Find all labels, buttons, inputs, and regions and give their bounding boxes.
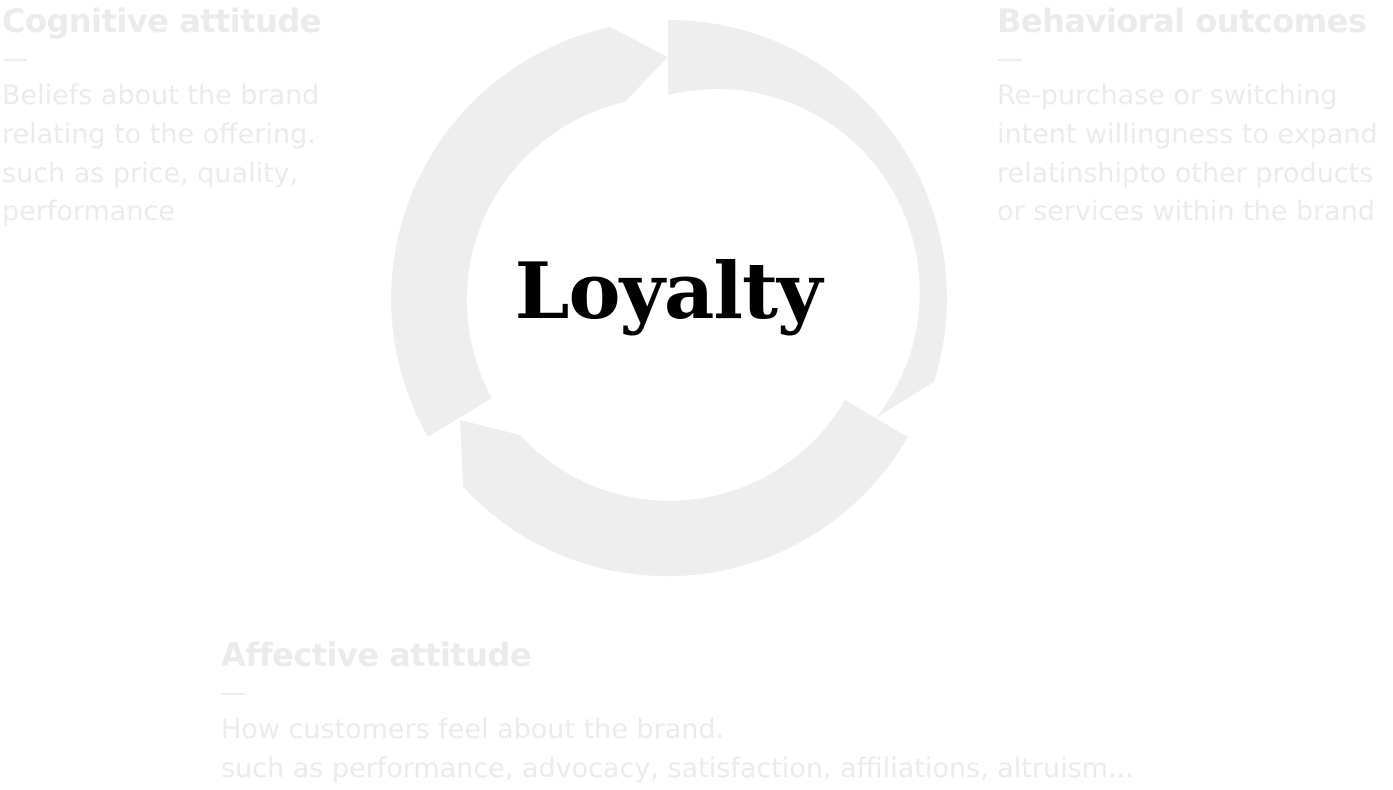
behavioral-line-4: or services within the brand: [997, 196, 1375, 228]
cognitive-line-3: such as price, quality,: [2, 157, 299, 189]
behavioral-heading: Behavioral outcomes: [997, 2, 1367, 40]
cognitive-heading: Cognitive attitude: [2, 2, 321, 40]
ring-segment-cognitive: [391, 27, 668, 437]
affective-attitude-block: Affective attitude — How customers feel …: [221, 635, 1134, 789]
cognitive-attitude-block: Cognitive attitude — Beliefs about the b…: [2, 1, 321, 232]
behavioral-line-2: intent willingness to expand: [997, 118, 1378, 150]
ring-segment-affective: [460, 400, 908, 577]
affective-heading: Affective attitude: [221, 636, 532, 674]
affective-line-1: How customers feel about the brand.: [221, 714, 725, 745]
cognitive-line-2: relating to the offering.: [2, 118, 316, 150]
cognitive-line-4: performance: [2, 196, 175, 228]
behavioral-line-3: relatinshipto other products: [997, 157, 1374, 189]
behavioral-line-1: Re-purchase or switching: [997, 80, 1338, 111]
affective-line-2: such as performance, advocacy, satisfact…: [221, 752, 1134, 784]
loyalty-title: Loyalty: [514, 246, 823, 337]
ring-segment-behavioral: [668, 19, 947, 418]
cognitive-line-1: Beliefs about the brand: [2, 80, 320, 111]
affective-dash: —: [221, 678, 247, 708]
behavioral-outcomes-block: Behavioral outcomes — Re-purchase or swi…: [997, 1, 1378, 232]
behavioral-dash: —: [997, 44, 1023, 74]
cognitive-dash: —: [2, 44, 28, 74]
